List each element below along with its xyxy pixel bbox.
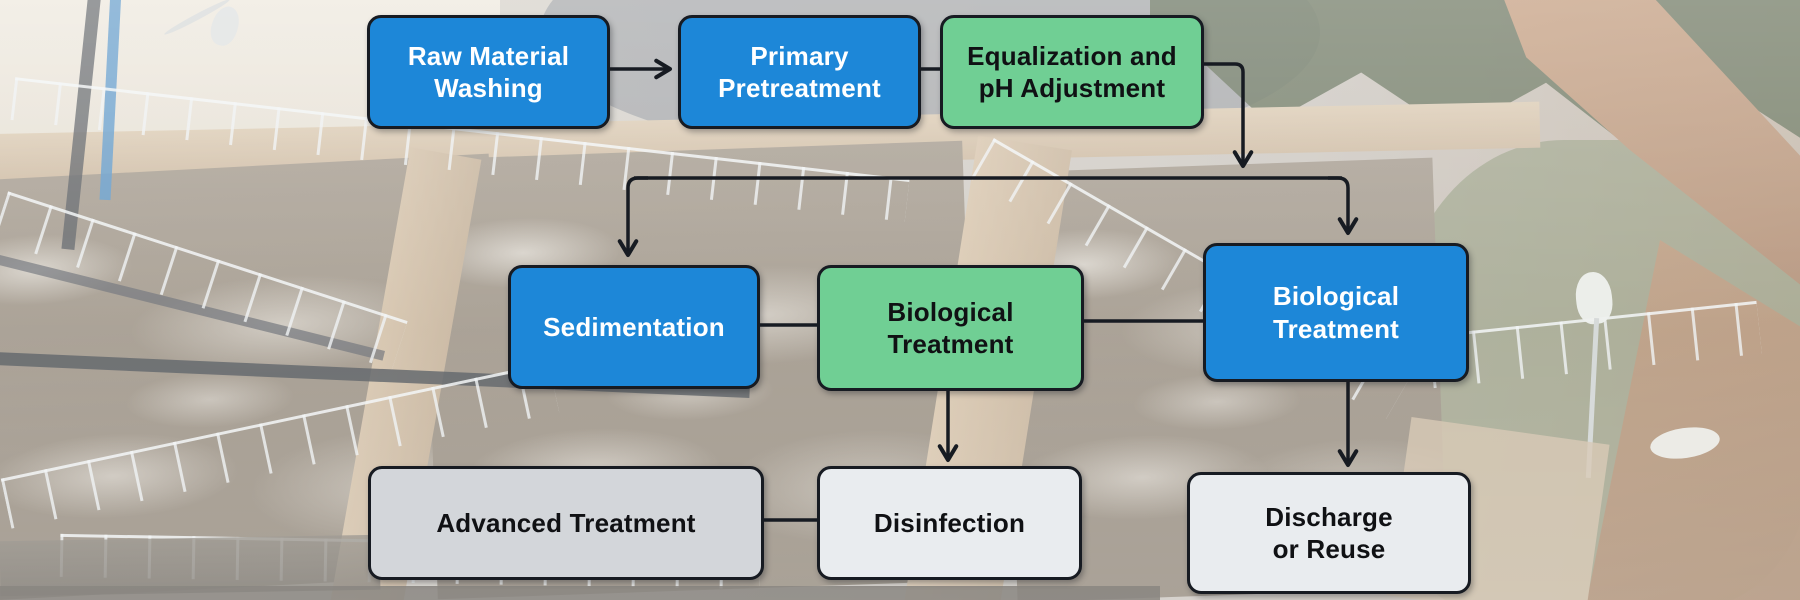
node-disinfection: Disinfection [817, 466, 1082, 580]
photo-street-lamp-head [1573, 270, 1615, 326]
node-label: Primary Pretreatment [718, 40, 881, 103]
node-label: Biological Treatment [1272, 281, 1400, 344]
node-raw-material-washing: Raw Material Washing [367, 15, 610, 129]
node-primary-pretreatment: Primary Pretreatment [678, 15, 921, 129]
photo-railing [0, 191, 408, 370]
node-advanced-treatment: Advanced Treatment [368, 466, 764, 580]
photo-dark-band [0, 586, 1160, 600]
node-label: Disinfection [873, 507, 1026, 538]
node-label: Advanced Treatment [436, 507, 696, 538]
photo-pipe [0, 249, 385, 361]
photo-pipe-vertical [61, 0, 102, 250]
photo-lamp-arm-left [162, 0, 232, 38]
photo-street-lamp-pole [1585, 317, 1600, 479]
node-biological-treatment-mid: Biological Treatment [817, 265, 1084, 391]
node-biological-treatment-right: Biological Treatment [1203, 243, 1469, 382]
photo-railing [1428, 300, 1762, 389]
node-label: Sedimentation [543, 311, 725, 342]
node-label: Equalization and pH Adjustment [967, 40, 1177, 103]
photo-pipe-blue [99, 0, 122, 201]
node-discharge-or-reuse: Discharge or Reuse [1187, 472, 1471, 594]
photo-basin-wall [0, 534, 381, 597]
photo-dirt-road-lower [1585, 240, 1800, 600]
photo-lamp-head-left [206, 2, 244, 50]
node-equalization-ph-adjustment: Equalization and pH Adjustment [940, 15, 1204, 129]
node-label: Raw Material Washing [407, 40, 570, 103]
node-sedimentation: Sedimentation [508, 265, 760, 389]
node-label: Biological Treatment [887, 296, 1014, 359]
photo-white-object [1648, 423, 1722, 463]
node-label: Discharge or Reuse [1265, 501, 1393, 564]
photo-trees [1150, 0, 1800, 155]
